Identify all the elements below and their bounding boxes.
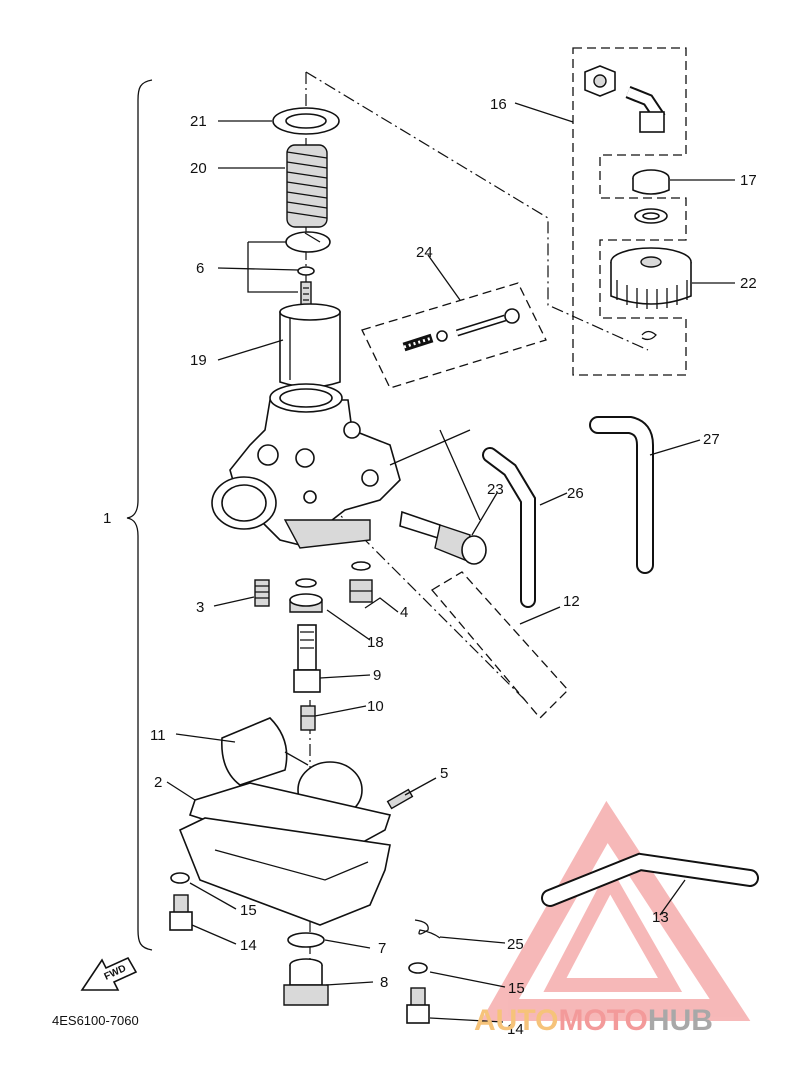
part-clip-22 xyxy=(641,330,657,341)
part-26-hose xyxy=(482,447,536,608)
part-27-hose xyxy=(589,416,654,574)
callout-15-left: 15 xyxy=(240,902,257,919)
callout-8: 8 xyxy=(380,974,388,991)
part-6-clip xyxy=(285,231,331,276)
part-19-throttle-valve xyxy=(279,303,341,388)
callout-16: 16 xyxy=(490,96,507,113)
part-7-oring xyxy=(287,932,325,948)
part-25-clip xyxy=(414,919,441,939)
part-float-bowl xyxy=(178,817,391,926)
carburetor-body xyxy=(211,383,401,549)
part-17-seal xyxy=(632,169,670,224)
callout-9: 9 xyxy=(373,667,381,684)
part-14-screw-left xyxy=(169,894,193,931)
part-4-jet xyxy=(349,561,373,603)
callout-4: 4 xyxy=(400,604,408,621)
callout-22: 22 xyxy=(740,275,757,292)
svg-text:AUTOMOTOHUB: AUTOMOTOHUB xyxy=(474,1004,713,1037)
callout-12: 12 xyxy=(563,593,580,610)
part-21-gasket xyxy=(272,107,340,135)
callout-17: 17 xyxy=(740,172,757,189)
part-15-clip-right xyxy=(408,962,428,974)
callout-26: 26 xyxy=(567,485,584,502)
part-16-fitting xyxy=(584,65,666,133)
callout-1: 1 xyxy=(103,510,111,527)
callout-13: 13 xyxy=(652,909,669,926)
callout-23: 23 xyxy=(487,481,504,498)
callout-14-left: 14 xyxy=(240,937,257,954)
watermark-text: AUTOMOTOHUB xyxy=(474,1004,713,1037)
fwd-arrow-icon: FWD xyxy=(80,956,138,991)
part-3-screw xyxy=(254,579,270,607)
watermark-hub: HUB xyxy=(648,1004,713,1037)
callout-19: 19 xyxy=(190,352,207,369)
watermark-auto: AUTO xyxy=(474,1004,558,1037)
part-22-cap xyxy=(610,247,692,309)
group-bracket xyxy=(126,79,153,951)
part-23-choke xyxy=(399,510,487,565)
callout-18: 18 xyxy=(367,634,384,651)
leader-lines xyxy=(166,102,735,1023)
callout-24: 24 xyxy=(416,244,433,261)
part-8-plug xyxy=(283,958,329,1006)
part-code: 4ES6100-7060 xyxy=(52,1013,139,1028)
watermark-moto: MOTO xyxy=(558,1004,647,1037)
centerline-cap xyxy=(305,71,649,351)
part-13-hose xyxy=(541,852,759,907)
callout-11: 11 xyxy=(150,727,166,744)
callout-20: 20 xyxy=(190,160,207,177)
watermark-logo xyxy=(481,800,751,1021)
centerline-main xyxy=(305,72,526,701)
part-9-needle-jet xyxy=(293,624,321,693)
part-18-nozzle xyxy=(289,578,323,613)
callout-labels: 1 2 3 4 5 6 7 8 9 10 11 12 13 14 14 15 1… xyxy=(103,96,757,1038)
callout-14-right: 14 xyxy=(507,1021,524,1038)
callout-25: 25 xyxy=(507,936,524,953)
part-11-float xyxy=(221,717,363,819)
callout-6: 6 xyxy=(196,260,204,277)
box-24 xyxy=(361,282,547,389)
part-10-main-jet xyxy=(300,705,316,731)
callout-7: 7 xyxy=(378,940,386,957)
box-12 xyxy=(431,571,569,719)
callout-3: 3 xyxy=(196,599,204,616)
part-15-clip-left xyxy=(170,872,190,884)
callout-15-right: 15 xyxy=(508,980,525,997)
part-20-spring xyxy=(286,144,328,228)
callout-21: 21 xyxy=(190,113,207,130)
part-14-screw-right xyxy=(406,987,430,1024)
box-16 xyxy=(572,47,687,376)
callout-5: 5 xyxy=(440,765,448,782)
callout-10: 10 xyxy=(367,698,384,715)
part-24-screw xyxy=(402,308,520,352)
callout-2: 2 xyxy=(154,774,162,791)
callout-27: 27 xyxy=(703,431,720,448)
